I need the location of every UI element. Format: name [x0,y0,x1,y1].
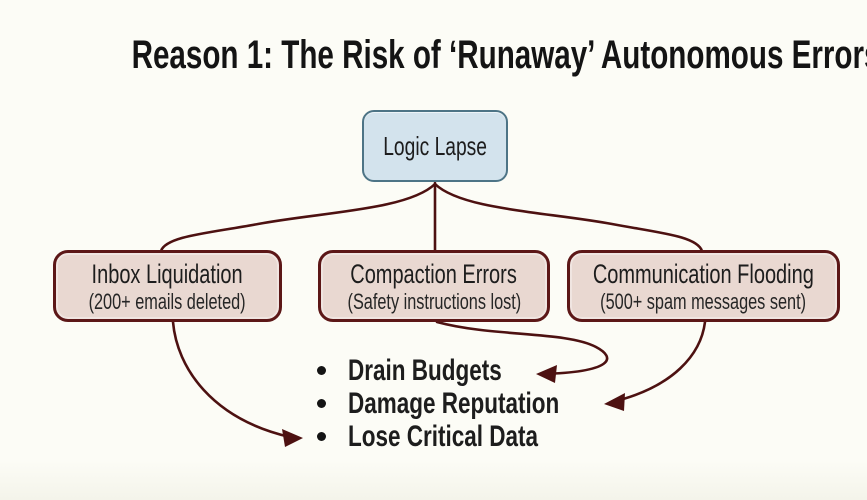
slide-title-text: Reason 1: The Risk of ‘Runaway’ Autonomo… [131,33,867,77]
bullet-icon [317,399,326,408]
bullet-icon [317,432,326,441]
consequence-drain-budgets: Drain Budgets [348,353,502,387]
consequences-list: Drain Budgets Damage Reputation Lose Cri… [306,354,630,453]
connector-root-to-flooding [433,182,704,253]
arrow-compaction-to-drain-budgets [435,320,609,376]
arrow-flooding-to-damage-reputation [610,320,707,404]
node-communication-flooding-title: Communication Flooding [592,258,815,289]
node-logic-lapse-label: Logic Lapse [383,130,487,161]
slide-title: Reason 1: The Risk of ‘Runaway’ Autonomo… [0,33,867,78]
list-item: Lose Critical Data [306,420,630,453]
arrowhead-drain-budgets [536,365,557,383]
bullet-icon [317,366,326,375]
arrow-inbox-to-lose-data [171,320,292,439]
node-compaction-errors: Compaction Errors (Safety instructions l… [318,250,550,322]
node-inbox-liquidation: Inbox Liquidation (200+ emails deleted) [53,250,282,322]
node-compaction-errors-title: Compaction Errors [350,258,518,289]
consequence-lose-critical-data: Lose Critical Data [348,419,539,453]
arrowhead-damage-reputation [604,393,625,411]
node-logic-lapse: Logic Lapse [362,110,508,182]
node-communication-flooding: Communication Flooding (500+ spam messag… [567,250,840,322]
node-inbox-liquidation-detail: (200+ emails deleted) [88,288,247,314]
node-communication-flooding-detail: (500+ spam messages sent) [600,288,807,314]
node-inbox-liquidation-title: Inbox Liquidation [91,258,244,289]
connector-root-to-inbox [159,182,437,253]
list-item: Damage Reputation [306,387,630,420]
arrowhead-lose-data [282,429,303,447]
list-item: Drain Budgets [306,354,630,387]
node-compaction-errors-detail: (Safety instructions lost) [347,288,521,314]
consequence-damage-reputation: Damage Reputation [348,386,560,420]
